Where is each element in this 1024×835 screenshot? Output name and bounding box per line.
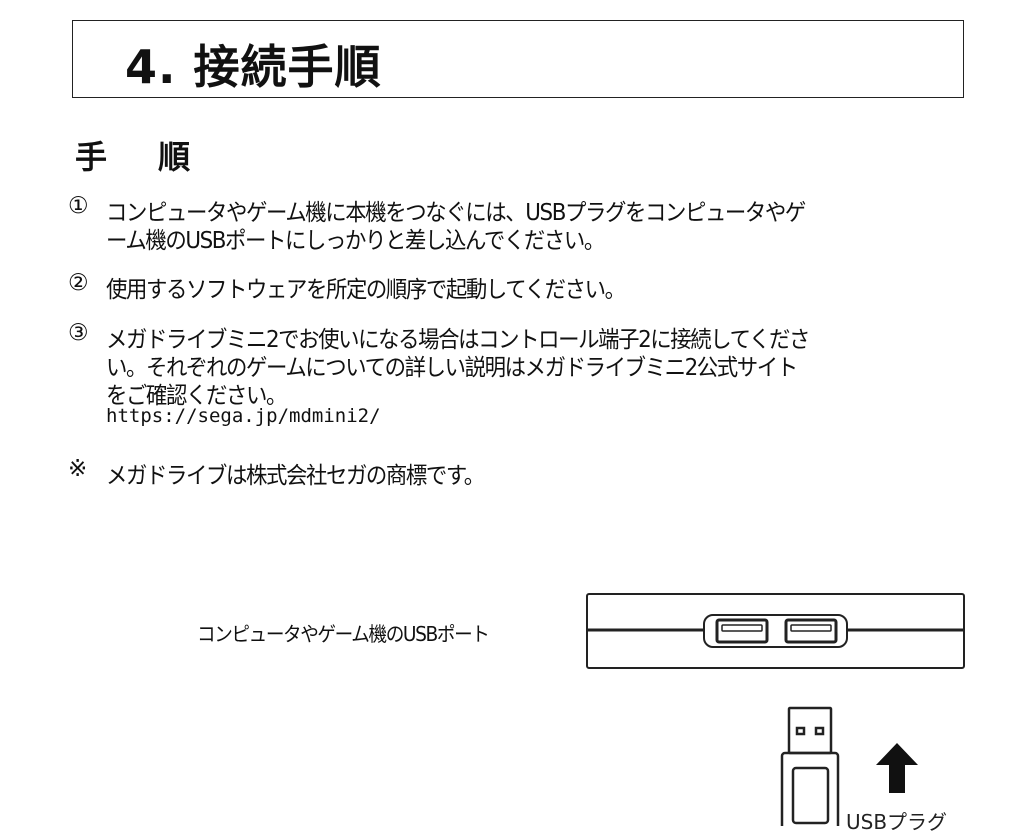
procedure-heading: 手 順 [75, 138, 191, 176]
step-text-line: コンピュータやゲーム機に本機をつなぐには、USBプラグをコンピュータやゲ [106, 200, 806, 226]
usb-port-label: コンピュータやゲーム機のUSBポート [197, 622, 490, 646]
note-text: メガドライブは株式会社セガの商標です。 [106, 463, 485, 489]
official-site-link[interactable]: https://sega.jp/mdmini2/ [106, 405, 381, 427]
step-text-line: ーム機のUSBポートにしっかりと差し込んでください。 [106, 228, 605, 254]
section-title: 4. 接続手順 [125, 40, 382, 94]
usb-port-icon [715, 618, 769, 644]
step-text-line: い。それぞれのゲームについての詳しい説明はメガドライブミニ2公式サイト [106, 355, 798, 381]
insert-arrow-icon [876, 743, 918, 793]
usb-plug-label: USBプラグ [846, 810, 948, 834]
usb-plug-icon [780, 706, 840, 826]
step-text-line: をご確認ください。 [106, 383, 287, 409]
step-number: ② [68, 270, 89, 296]
usb-port-icon [784, 618, 838, 644]
step-text-line: メガドライブミニ2でお使いになる場合はコントロール端子2に接続してくださ [106, 327, 810, 353]
step-number: ① [68, 193, 89, 219]
step-text-line: 使用するソフトウェアを所定の順序で起動してください。 [106, 277, 626, 303]
note-mark: ※ [68, 456, 88, 482]
section-title-box: 4. 接続手順 [72, 20, 964, 98]
step-number: ③ [68, 320, 89, 346]
host-device-illustration [586, 593, 965, 669]
